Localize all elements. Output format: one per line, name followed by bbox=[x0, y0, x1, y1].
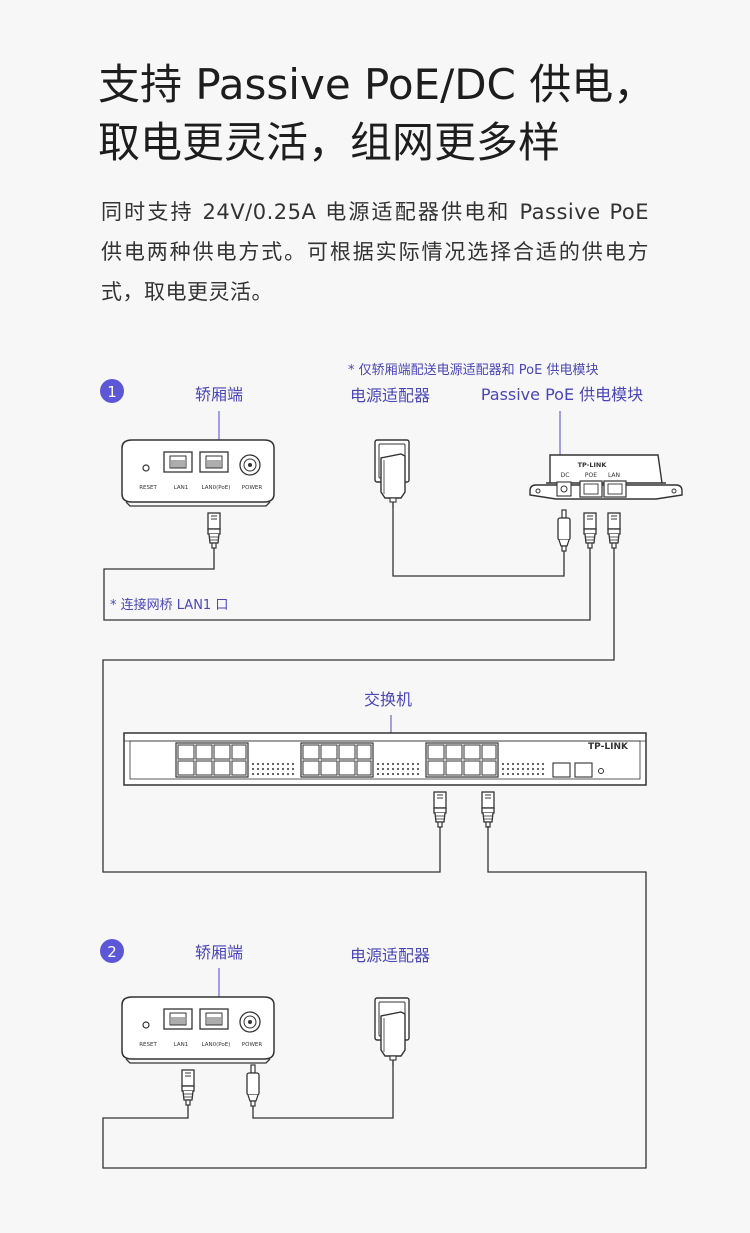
step-badge-2 bbox=[100, 939, 124, 963]
page-title: 支持 Passive PoE/DC 供电， 取电更灵活，组网更多样 bbox=[98, 56, 718, 172]
port-label-reset: RESET bbox=[139, 485, 157, 491]
poe-module-label: Passive PoE 供电模块 bbox=[481, 385, 643, 404]
step-number-1: 1 bbox=[107, 383, 117, 401]
port-label-lan1-2: LAN1 bbox=[174, 1042, 189, 1048]
cables-2 bbox=[102, 826, 647, 1169]
poe-module: TP-LINK DC POE LAN bbox=[529, 454, 683, 500]
power-adapter-1 bbox=[374, 439, 410, 509]
switch: 交换机 TP-LINK bbox=[123, 690, 647, 786]
scenario-2: 2 轿厢端 电源适配器 RESET LAN1 LAN0(PoE) POWER bbox=[100, 826, 647, 1169]
power-adapter-2 bbox=[374, 997, 410, 1067]
poe-port-lan: LAN bbox=[608, 472, 620, 479]
port-label-reset-2: RESET bbox=[139, 1042, 157, 1048]
rj45-plug-lan-port bbox=[607, 512, 621, 549]
cables-1 bbox=[102, 508, 615, 873]
port-label-lan0: LAN0(PoE) bbox=[202, 485, 231, 491]
adapter-label-1: 电源适配器 bbox=[350, 386, 430, 405]
rj45-plug-switch-2 bbox=[481, 791, 495, 828]
port-label-power: POWER bbox=[242, 485, 263, 491]
poe-brand: TP-LINK bbox=[578, 461, 608, 469]
step-badge-1 bbox=[100, 379, 124, 403]
poe-port-dc: DC bbox=[561, 472, 570, 479]
description: 同时支持 24V/0.25A 电源适配器供电和 Passive PoE 供电两种… bbox=[101, 200, 649, 304]
bridge-device-1: RESET LAN1 LAN0(PoE) POWER bbox=[121, 439, 275, 507]
poe-port-poe: POE bbox=[585, 472, 597, 479]
bridge-device-2: RESET LAN1 LAN0(PoE) POWER bbox=[121, 996, 275, 1064]
port-label-lan1: LAN1 bbox=[174, 485, 189, 491]
bridge-label-2: 轿厢端 bbox=[195, 943, 243, 962]
dc-plug-bridge-2 bbox=[246, 1064, 260, 1107]
adapter-label-2: 电源适配器 bbox=[350, 946, 430, 965]
rj45-plug-bridge-2 bbox=[181, 1069, 195, 1106]
port-label-lan0-2: LAN0(PoE) bbox=[202, 1042, 231, 1048]
lan1-note: * 连接网桥 LAN1 口 bbox=[110, 597, 228, 613]
title-line-2: 取电更灵活，组网更多样 bbox=[98, 118, 561, 167]
supply-note: * 仅轿厢端配送电源适配器和 PoE 供电模块 bbox=[348, 363, 598, 378]
switch-brand: TP-LINK bbox=[588, 742, 629, 752]
bridge-label-1: 轿厢端 bbox=[195, 385, 243, 404]
rj45-plug-bridge-1 bbox=[207, 512, 221, 549]
scenario-1: 1 * 仅轿厢端配送电源适配器和 PoE 供电模块 轿厢端 电源适配器 Pass… bbox=[100, 363, 683, 873]
dc-plug-poe bbox=[557, 509, 571, 552]
step-number-2: 2 bbox=[107, 943, 117, 961]
port-label-power-2: POWER bbox=[242, 1042, 263, 1048]
rj45-plug-poe-port bbox=[583, 512, 597, 549]
rj45-plug-switch-1 bbox=[433, 791, 447, 828]
title-line-1: 支持 Passive PoE/DC 供电， bbox=[98, 60, 656, 109]
switch-label: 交换机 bbox=[364, 690, 412, 709]
